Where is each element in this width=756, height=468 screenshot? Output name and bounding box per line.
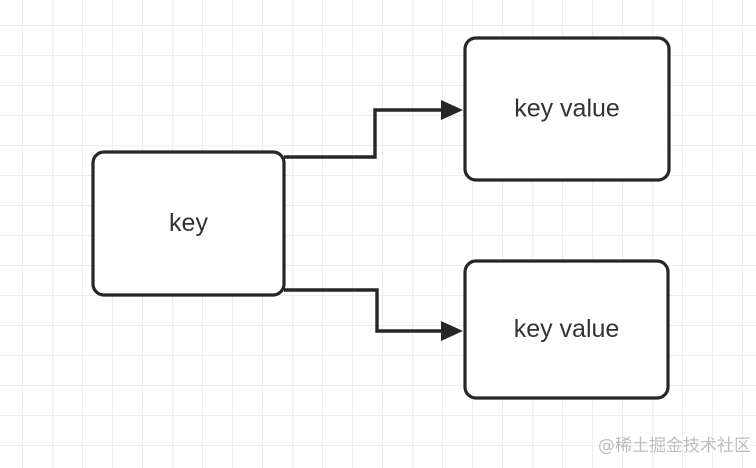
connector-line-bottom — [284, 288, 442, 333]
edge-key-to-value-top — [284, 100, 463, 159]
watermark-label: @稀土掘金技术社区 — [598, 436, 751, 456]
node-value-bottom-box[interactable] — [463, 259, 670, 400]
node-value-top-label: key value — [514, 95, 620, 123]
edge-key-to-value-bottom — [284, 288, 463, 341]
connector-line-top — [284, 108, 442, 159]
arrow-head-icon-bottom — [441, 321, 463, 341]
node-value-bottom[interactable]: key value — [463, 259, 670, 400]
node-key-label: key — [169, 209, 208, 237]
node-value-bottom-label: key value — [514, 315, 620, 343]
node-key[interactable]: key — [91, 150, 286, 297]
node-value-top-box[interactable] — [463, 36, 671, 182]
node-key-box[interactable] — [91, 150, 286, 297]
arrow-head-icon-top — [441, 100, 463, 120]
node-value-top[interactable]: key value — [463, 36, 671, 182]
